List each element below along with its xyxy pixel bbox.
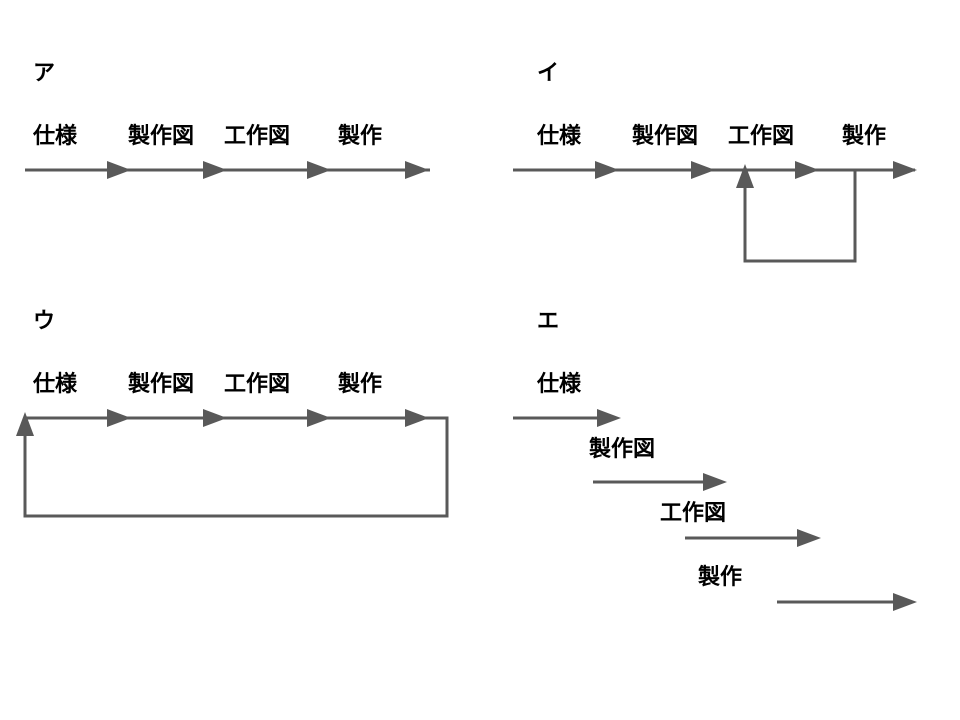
- panel-i: イ 仕様 製作図 工作図 製作: [513, 61, 917, 263]
- panel-a-step-shop-drawing: 工作図: [224, 124, 290, 149]
- panel-e-step-spec: 仕様: [536, 371, 582, 397]
- panel-i-arrowhead: [795, 161, 819, 179]
- panel-a-arrowhead: [107, 161, 131, 179]
- panel-e-arrowhead: [703, 473, 727, 491]
- panel-u-arrowhead: [307, 409, 331, 427]
- panel-a-arrowhead: [203, 161, 227, 179]
- panel-i-feedback-arrowhead: [736, 164, 754, 188]
- panel-a-arrowhead: [307, 161, 331, 179]
- panel-e-arrowhead: [597, 409, 621, 427]
- panel-u-step-fabrication: 製作: [337, 371, 382, 397]
- panel-a: ア 仕様 製作図 工作図 製作: [25, 61, 430, 179]
- panel-u-step-shop-drawing: 工作図: [224, 372, 290, 397]
- panel-u-arrowhead: [107, 409, 131, 427]
- panel-e-label: エ: [537, 309, 559, 334]
- panel-i-step-fabrication: 製作: [841, 123, 886, 149]
- panel-e-arrowhead: [893, 593, 917, 611]
- panel-i-step-spec: 仕様: [536, 123, 582, 149]
- panel-u-arrowhead: [405, 409, 429, 427]
- panel-a-label: ア: [33, 61, 55, 86]
- panel-e-arrowhead: [797, 529, 821, 547]
- panel-i-step-manufacturing-drawing: 製作図: [631, 123, 698, 149]
- panel-u-arrowhead: [203, 409, 227, 427]
- panel-u-label: ウ: [33, 309, 55, 334]
- panel-u-loop-line: [23, 416, 449, 518]
- panel-u-step-spec: 仕様: [32, 371, 78, 397]
- panel-i-arrowhead: [691, 161, 715, 179]
- panel-u: ウ 仕様 製作図 工作図 製作: [16, 309, 449, 518]
- panel-i-arrowhead: [595, 161, 619, 179]
- panel-e-step-fabrication: 製作: [697, 564, 742, 590]
- panel-a-arrowhead: [405, 161, 429, 179]
- panel-i-arrowhead: [893, 161, 917, 179]
- panel-u-return-arrowhead: [16, 412, 34, 436]
- panel-a-step-manufacturing-drawing: 製作図: [127, 123, 194, 149]
- panel-e-step-manufacturing-drawing: 製作図: [588, 436, 655, 462]
- panel-i-step-shop-drawing: 工作図: [728, 124, 794, 149]
- panel-i-feedback-loop: [743, 170, 857, 263]
- panel-i-label: イ: [537, 61, 559, 86]
- panel-e-step-shop-drawing: 工作図: [660, 501, 726, 526]
- panel-a-step-spec: 仕様: [32, 123, 78, 149]
- panel-u-step-manufacturing-drawing: 製作図: [127, 371, 194, 397]
- panel-a-step-fabrication: 製作: [337, 123, 382, 149]
- panel-e: エ 仕様 製作図 工作図 製作: [513, 309, 917, 611]
